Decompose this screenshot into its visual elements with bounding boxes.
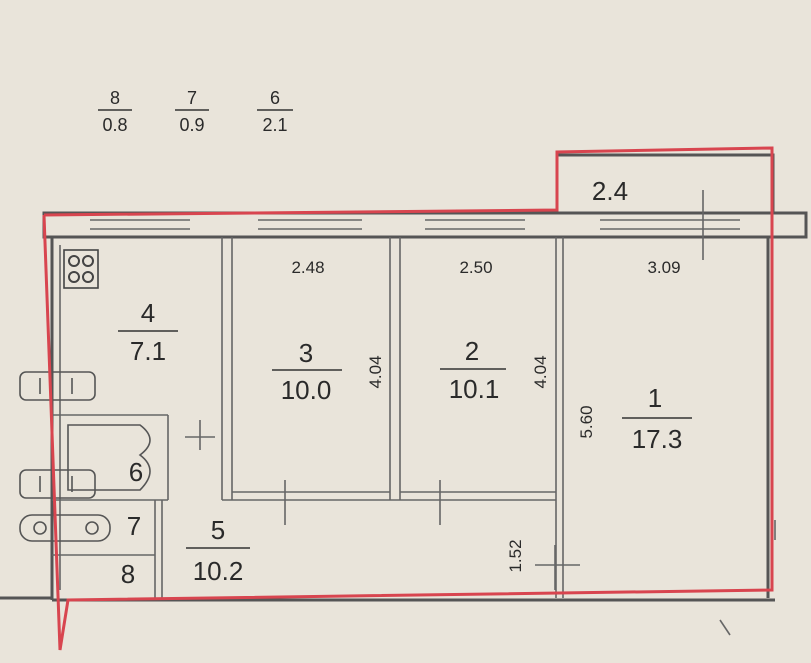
room-2-depth: 4.04 bbox=[531, 355, 550, 388]
room-3: 3 10.0 bbox=[272, 338, 342, 405]
room-5-area: 10.2 bbox=[193, 556, 244, 586]
radiator-icon bbox=[19, 371, 96, 401]
room-1: 1 17.3 bbox=[622, 383, 692, 454]
legend-8-area: 0.8 bbox=[102, 115, 127, 135]
room-3-number: 3 bbox=[299, 338, 313, 368]
room-5: 5 10.2 bbox=[186, 515, 250, 586]
room-2-width: 2.50 bbox=[459, 258, 492, 277]
room-1-depth: 5.60 bbox=[577, 405, 596, 438]
stove-icon bbox=[63, 249, 99, 289]
room-2: 2 10.1 bbox=[440, 336, 506, 404]
room-1-number: 1 bbox=[648, 383, 662, 413]
room-3-area: 10.0 bbox=[281, 375, 332, 405]
room-3-width: 2.48 bbox=[291, 258, 324, 277]
legend-7-area: 0.9 bbox=[179, 115, 204, 135]
legend-8-num: 8 bbox=[110, 88, 120, 108]
legend: 8 0.8 7 0.9 6 2.1 bbox=[98, 88, 293, 135]
legend-7-num: 7 bbox=[187, 88, 197, 108]
room-8-number: 8 bbox=[121, 559, 135, 589]
room-2-number: 2 bbox=[465, 336, 479, 366]
legend-6-area: 2.1 bbox=[262, 115, 287, 135]
room-1-width: 3.09 bbox=[647, 258, 680, 277]
room-3-depth: 4.04 bbox=[366, 355, 385, 388]
balcony-area: 2.4 bbox=[592, 176, 628, 206]
room-1-area: 17.3 bbox=[632, 424, 683, 454]
room-2-area: 10.1 bbox=[449, 374, 500, 404]
unit-outline bbox=[42, 146, 774, 651]
walls bbox=[0, 153, 808, 636]
bathtub-icon bbox=[67, 424, 151, 491]
room-4-number: 4 bbox=[141, 298, 155, 328]
room-7-number: 7 bbox=[127, 511, 141, 541]
washbasin-icon bbox=[19, 514, 111, 542]
room-4: 4 7.1 bbox=[118, 298, 178, 366]
room-4-area: 7.1 bbox=[130, 336, 166, 366]
sink-icon bbox=[19, 469, 96, 499]
legend-6-num: 6 bbox=[270, 88, 280, 108]
hall-depth: 1.52 bbox=[506, 539, 525, 572]
room-5-number: 5 bbox=[211, 515, 225, 545]
room-6-number: 6 bbox=[129, 457, 143, 487]
